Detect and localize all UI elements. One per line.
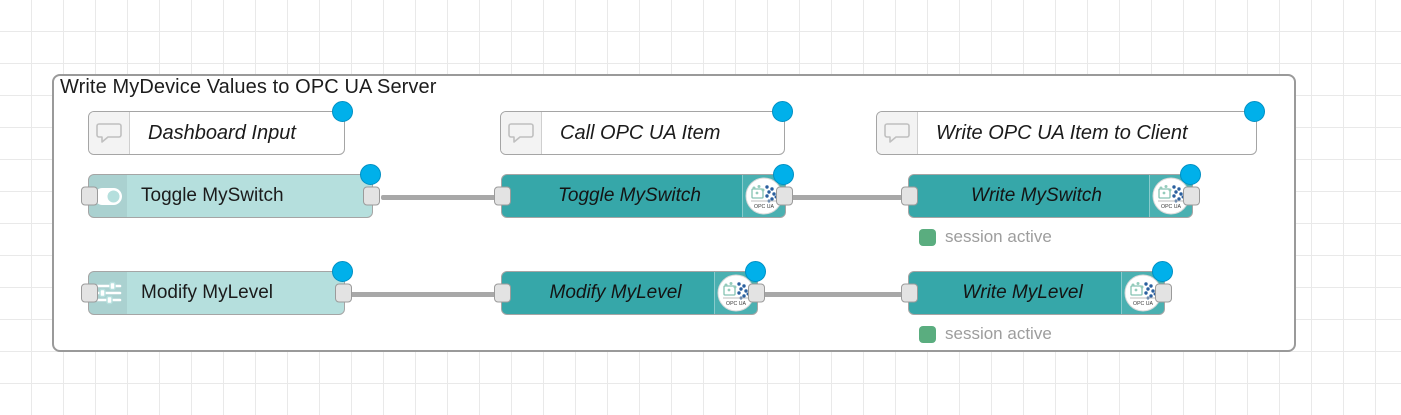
comment-node-call-opcua-item[interactable]: Call OPC UA Item	[500, 101, 793, 155]
node-toggle-myswitch-source[interactable]: Toggle MySwitch	[81, 164, 381, 218]
comment-label: Call OPC UA Item	[560, 121, 721, 144]
output-port[interactable]	[1183, 186, 1200, 206]
status-label: session active	[945, 227, 1052, 246]
comment-node-write-opcua-item-to-client[interactable]: Write OPC UA Item to Client	[876, 101, 1265, 155]
selection-handle[interactable]	[332, 101, 353, 122]
node-write-myswitch-opcua[interactable]: Write MySwitch OPC UA	[901, 164, 1201, 218]
comment-label: Write OPC UA Item to Client	[936, 121, 1188, 144]
input-port[interactable]	[901, 283, 918, 303]
selection-handle[interactable]	[1244, 101, 1265, 122]
input-port[interactable]	[494, 186, 511, 206]
status-label: session active	[945, 324, 1052, 343]
svg-text:OPC UA: OPC UA	[1161, 204, 1181, 210]
svg-text:OPC UA: OPC UA	[726, 301, 746, 307]
output-port[interactable]	[363, 186, 380, 206]
svg-text:OPC UA: OPC UA	[1133, 301, 1153, 307]
output-port[interactable]	[1155, 283, 1172, 303]
output-port[interactable]	[335, 283, 352, 303]
wire-toggle-source-to-middle[interactable]	[381, 195, 501, 200]
comment-node-dashboard-input[interactable]: Dashboard Input	[88, 101, 353, 155]
node-label: Toggle MySwitch	[558, 185, 701, 206]
node-write-mylevel-opcua[interactable]: Write MyLevel OPC UA	[901, 261, 1173, 315]
comment-icon	[89, 112, 130, 154]
selection-handle[interactable]	[1152, 261, 1173, 282]
comment-label: Dashboard Input	[148, 121, 296, 144]
status-indicator-dot	[919, 228, 936, 246]
status-indicator-dot	[919, 325, 936, 343]
node-toggle-myswitch-opcua[interactable]: Toggle MySwitch OPC UA	[494, 164, 794, 218]
wire-level-middle-to-target[interactable]	[762, 292, 908, 297]
output-port[interactable]	[748, 283, 765, 303]
node-modify-mylevel-source[interactable]: Modify MyLevel	[81, 261, 353, 315]
comment-icon	[877, 112, 918, 154]
node-label: Toggle MySwitch	[141, 185, 284, 206]
input-port[interactable]	[81, 283, 98, 303]
wire-level-source-to-middle[interactable]	[346, 292, 501, 297]
selection-handle[interactable]	[332, 261, 353, 282]
toggle-switch-icon	[89, 175, 127, 217]
selection-handle[interactable]	[1180, 164, 1201, 185]
input-port[interactable]	[901, 186, 918, 206]
node-modify-mylevel-opcua[interactable]: Modify MyLevel OPC UA	[494, 261, 766, 315]
node-label: Write MySwitch	[971, 185, 1102, 206]
input-port[interactable]	[494, 283, 511, 303]
selection-handle[interactable]	[773, 164, 794, 185]
node-label: Modify MyLevel	[141, 282, 273, 303]
wire-toggle-middle-to-target[interactable]	[786, 195, 908, 200]
selection-handle[interactable]	[745, 261, 766, 282]
selection-handle[interactable]	[360, 164, 381, 185]
output-port[interactable]	[776, 186, 793, 206]
group-title: Write MyDevice Values to OPC UA Server	[60, 76, 437, 98]
node-label: Write MyLevel	[962, 282, 1083, 303]
svg-text:OPC UA: OPC UA	[754, 204, 774, 210]
status-badge-switch: session active	[919, 227, 1052, 247]
selection-handle[interactable]	[772, 101, 793, 122]
comment-icon	[501, 112, 542, 154]
input-port[interactable]	[81, 186, 98, 206]
status-badge-level: session active	[919, 324, 1052, 344]
node-label: Modify MyLevel	[549, 282, 682, 303]
